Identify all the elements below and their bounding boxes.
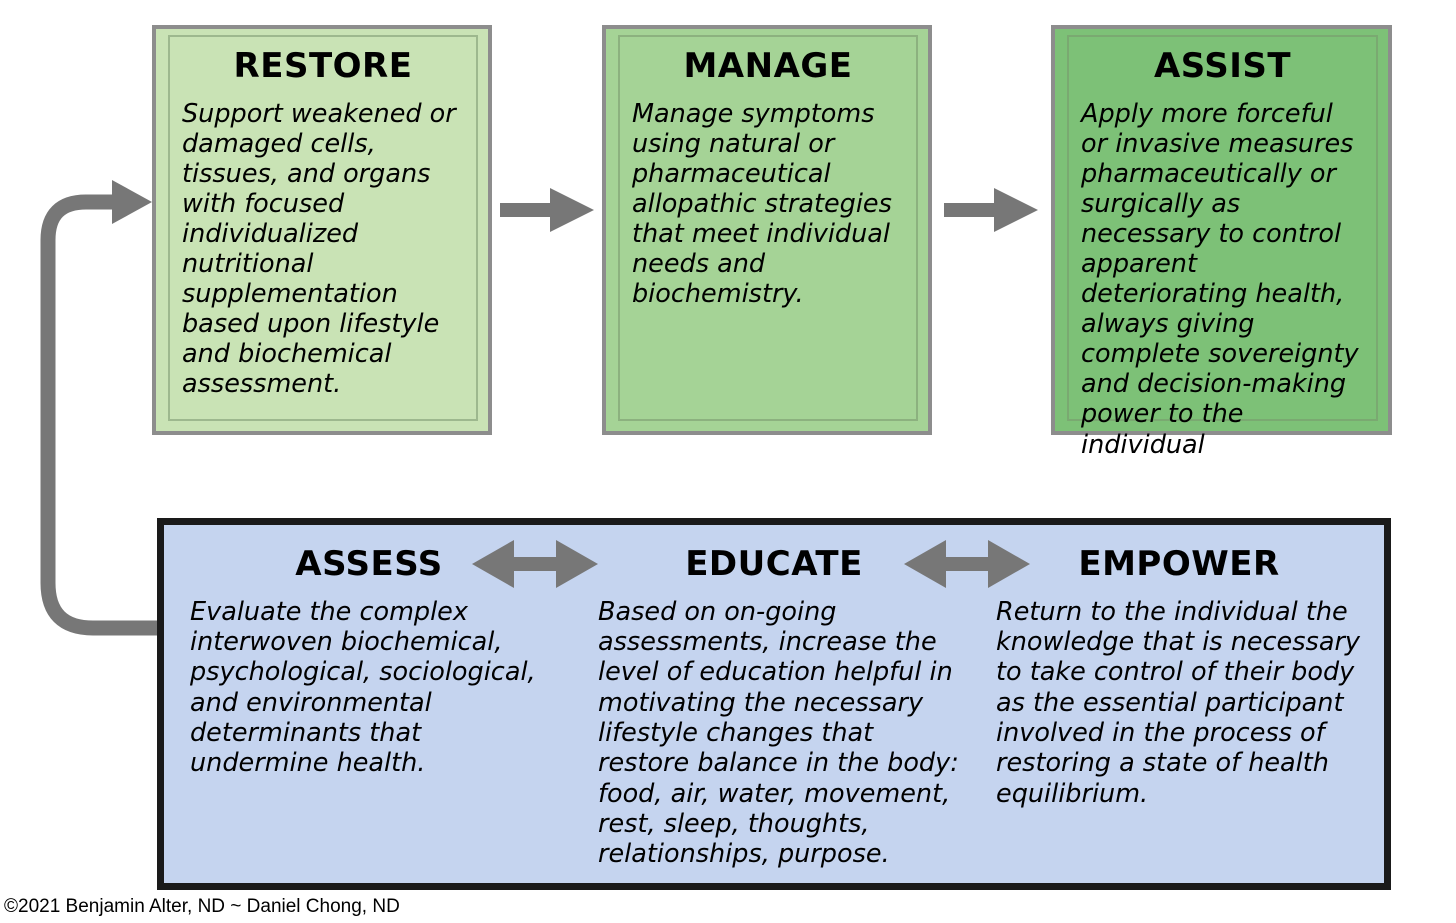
process-box-assist-inner: ASSIST Apply more forceful or invasive m… [1067,35,1378,460]
foundation-panel: ASSESS Evaluate the complex interwoven b… [157,518,1391,890]
panel-column-educate-body: Based on on-going assessments, increase … [598,596,959,870]
process-box-manage-title: MANAGE [683,46,853,86]
double-arrow-icon-educate-empower [904,540,1030,588]
panel-column-empower-body: Return to the individual the knowledge t… [996,596,1361,809]
panel-column-assess-body: Evaluate the complex interwoven biochemi… [190,596,536,779]
panel-column-empower-title: EMPOWER [1078,544,1280,584]
arrow-right-icon-restore-to-manage [500,188,594,232]
arrow-right-icon-manage-to-assist [944,188,1038,232]
panel-column-assess-title: ASSESS [295,544,443,584]
process-box-manage-body: Manage symptoms using natural or pharmac… [632,98,892,310]
double-arrow-icon-assess-educate [472,540,598,588]
panel-column-educate-title: EDUCATE [685,544,863,584]
panel-column-educate[interactable]: EDUCATE Based on on-going assessments, i… [574,525,974,883]
process-box-restore-inner: RESTORE Support weakened or damaged cell… [168,35,478,421]
panel-column-assess[interactable]: ASSESS Evaluate the complex interwoven b… [164,525,574,883]
copyright-notice: ©2021 Benjamin Alter, ND ~ Daniel Chong,… [4,896,400,917]
process-box-restore-body: Support weakened or damaged cells, tissu… [182,98,456,400]
process-box-assist[interactable]: ASSIST Apply more forceful or invasive m… [1051,25,1392,460]
process-box-restore[interactable]: RESTORE Support weakened or damaged cell… [152,25,492,435]
process-box-manage[interactable]: MANAGE Manage symptoms using natural or … [602,25,932,435]
process-box-restore-title: RESTORE [233,46,413,86]
process-box-assist-body: Apply more forceful or invasive measures… [1081,98,1359,460]
process-box-manage-inner: MANAGE Manage symptoms using natural or … [618,35,918,421]
panel-column-empower[interactable]: EMPOWER Return to the individual the kno… [974,525,1384,883]
process-box-assist-title: ASSIST [1153,46,1292,86]
feedback-loop-arrow-icon [40,180,188,636]
